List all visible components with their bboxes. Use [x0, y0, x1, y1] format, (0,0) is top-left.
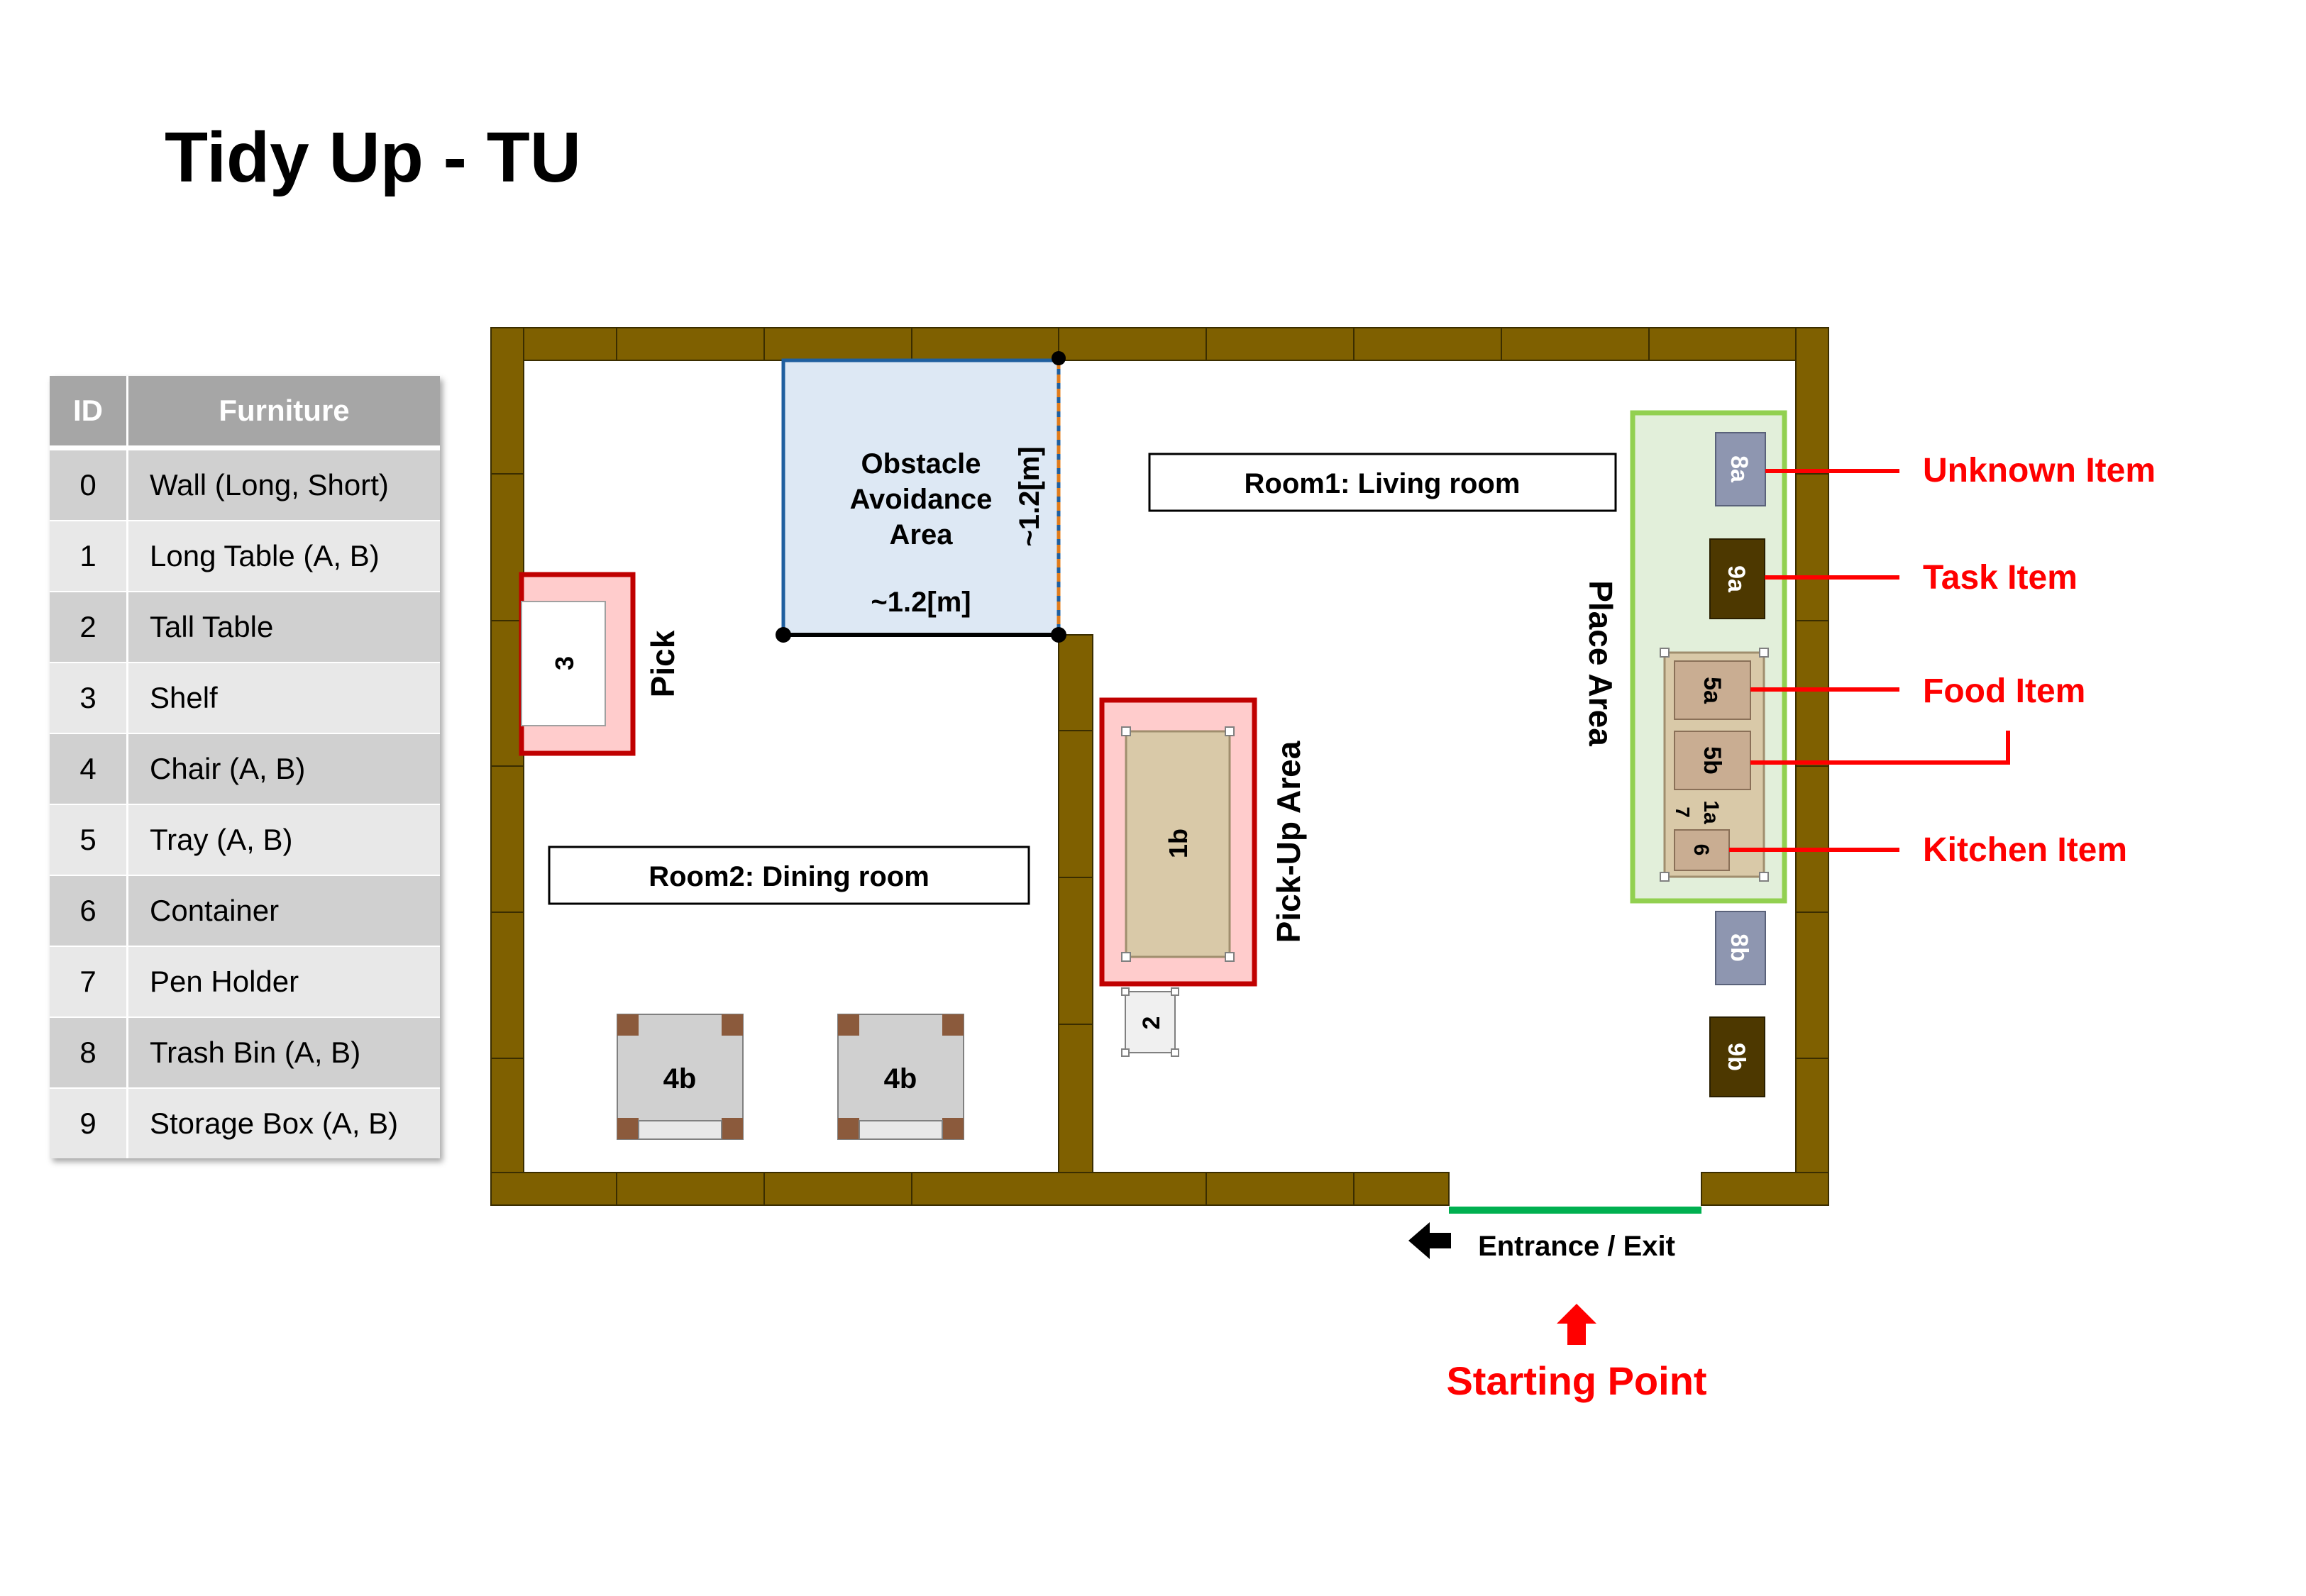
start-arrow-icon: [1557, 1304, 1596, 1345]
tall-table-legs: [1121, 987, 1179, 1057]
obstacle-height-label: ~1.2[m]: [1014, 446, 1045, 546]
chair-right: [837, 1014, 964, 1140]
legend-id: 4: [50, 733, 128, 804]
wall-bottom-left: [490, 1172, 1450, 1206]
obstacle-title-line: Obstacle: [861, 448, 981, 480]
legend-furniture: Chair (A, B): [127, 733, 440, 804]
long-table-b-label: 1b: [1164, 829, 1193, 858]
legend-furniture: Shelf: [127, 662, 440, 733]
container-label: 6: [1689, 844, 1713, 856]
chair-left: [617, 1014, 744, 1140]
room1-label-box: [1148, 453, 1617, 512]
legend-id: 1: [50, 520, 128, 592]
tall-table-label: 2: [1138, 1016, 1165, 1030]
legend-id: 7: [50, 946, 128, 1017]
storage-box-a-label: 9a: [1723, 565, 1750, 593]
wall-seams: [491, 328, 1828, 1205]
place-area-label: Place Area: [1582, 580, 1619, 746]
legend-id: 8: [50, 1016, 128, 1088]
trash-bin-b-label: 8b: [1726, 933, 1753, 962]
room1-label: Room1: Living room: [1245, 468, 1521, 499]
long-table-a-legs: [1660, 648, 1769, 882]
legend-id: 9: [50, 1087, 128, 1158]
obstacle-title-line: Avoidance: [850, 484, 993, 515]
food-item-line-b: [1750, 731, 2010, 765]
tray-b: [1674, 731, 1751, 790]
room2-label: Room2: Dining room: [649, 861, 929, 892]
page-title: Tidy Up - TU: [165, 118, 582, 197]
pick-label: Pick: [644, 630, 681, 697]
wall-top: [490, 327, 1829, 361]
legend-furniture: Storage Box (A, B): [127, 1087, 440, 1158]
pen-holder-label: 7: [1672, 807, 1694, 818]
legend-header-row: ID Furniture: [50, 376, 440, 450]
legend-header-id: ID: [50, 376, 128, 450]
unknown-item-label: Unknown Item: [1923, 452, 2156, 489]
obstacle-title-line: Area: [890, 519, 954, 550]
legend-header-furniture: Furniture: [127, 376, 440, 450]
wall-bottom-right: [1701, 1172, 1829, 1206]
legend-furniture: Tray (A, B): [127, 804, 440, 875]
trash-bin-a-label: 8a: [1726, 455, 1753, 483]
storage-box-b-label: 9b: [1723, 1043, 1750, 1071]
legend-id: 3: [50, 662, 128, 733]
obstacle-corner-dot: [1052, 351, 1066, 365]
legend-id: 5: [50, 804, 128, 875]
container: [1674, 829, 1730, 871]
tall-table: [1125, 991, 1176, 1053]
storage-box-a: [1709, 538, 1765, 619]
legend-id: 2: [50, 591, 128, 663]
legend-furniture: Trash Bin (A, B): [127, 1016, 440, 1088]
legend-furniture: Wall (Long, Short): [127, 447, 440, 521]
obstacle-width-label: ~1.2[m]: [871, 587, 971, 618]
shelf: [521, 601, 606, 726]
starting-point-label: Starting Point: [1446, 1358, 1706, 1403]
annotation-lines: [1729, 469, 2010, 852]
shelf-label: 3: [550, 656, 579, 670]
kitchen-item-label: Kitchen Item: [1923, 831, 2127, 869]
tray-a: [1674, 660, 1751, 720]
legend-furniture: Container: [127, 875, 440, 946]
tray-a-label: 5a: [1699, 677, 1726, 704]
wall-divider: [1058, 634, 1093, 1173]
long-table-a-label: 1a: [1699, 800, 1723, 824]
obstacle-avoidance-area: [781, 358, 1061, 637]
food-item-label: Food Item: [1923, 672, 2085, 710]
room2-label-box: [548, 846, 1030, 905]
long-table-b-legs: [1121, 726, 1235, 962]
legend-furniture: Long Table (A, B): [127, 520, 440, 592]
legend-furniture: Pen Holder: [127, 946, 440, 1017]
legend-id: 0: [50, 447, 128, 521]
storage-box-b: [1709, 1016, 1765, 1097]
long-table-b: [1125, 730, 1231, 958]
legend-furniture: Tall Table: [127, 591, 440, 663]
obstacle-corner-dot: [776, 627, 791, 643]
chair-right-label: 4b: [884, 1063, 917, 1095]
trash-bin-b: [1715, 911, 1766, 985]
chair-left-label: 4b: [663, 1063, 697, 1095]
task-item-label: Task Item: [1923, 559, 2078, 597]
obstacle-corner-dot: [1051, 627, 1066, 643]
exit-arrow-icon: [1408, 1222, 1451, 1259]
legend-id: 6: [50, 875, 128, 946]
tray-b-label: 5b: [1699, 746, 1726, 775]
entrance-label: Entrance / Exit: [1478, 1231, 1675, 1262]
pickup-area-label: Pick-Up Area: [1270, 741, 1307, 943]
